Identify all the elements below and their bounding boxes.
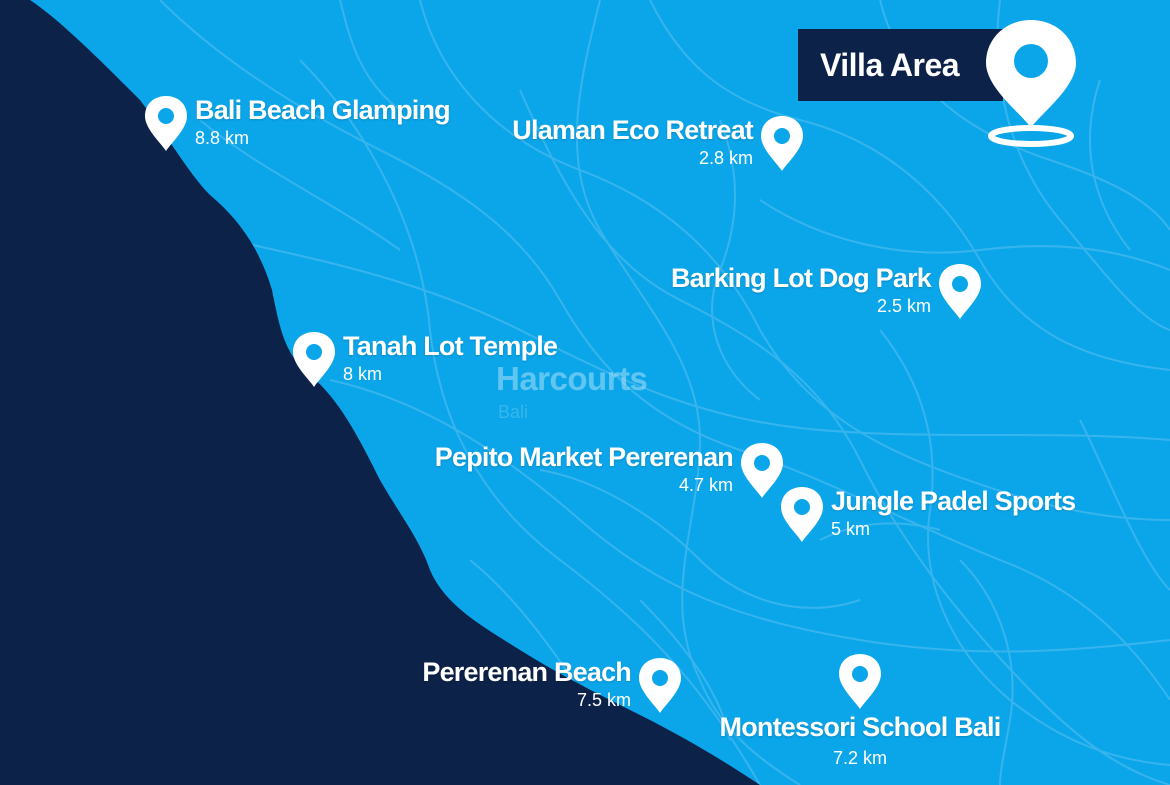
poi-distance: 5 km	[831, 519, 871, 539]
poi-distance: 2.8 km	[698, 148, 753, 168]
villa-area-label: Villa Area	[798, 29, 1003, 101]
poi-name: Tanah Lot Temple	[343, 331, 558, 361]
map-pin-icon	[939, 264, 981, 319]
poi-name: Pererenan Beach	[422, 657, 631, 687]
watermark-sub: Bali	[498, 402, 529, 422]
location-pin-with-ring-icon[interactable]	[982, 18, 1080, 148]
poi-name: Pepito Market Pererenan	[434, 442, 734, 472]
poi-distance: 7.2 km	[832, 748, 888, 768]
poi-distance: 4.7 km	[678, 475, 733, 495]
poi-distance: 8 km	[343, 364, 383, 384]
watermark-brand: Harcourts	[496, 360, 648, 397]
map-pin-icon	[839, 654, 881, 709]
map-pin-icon	[145, 96, 187, 151]
villa-area-text: Villa Area	[820, 46, 960, 83]
poi-name: Ulaman Eco Retreat	[512, 115, 754, 145]
map-pin-icon	[741, 443, 783, 498]
map-pin-icon	[781, 487, 823, 542]
map-pin-icon	[293, 332, 335, 387]
road-network	[159, 0, 1170, 785]
sea	[0, 0, 760, 785]
poi-distance: 2.5 km	[876, 296, 931, 316]
poi-name: Barking Lot Dog Park	[670, 263, 932, 293]
map-pin-icon	[761, 116, 803, 171]
poi-name: Jungle Padel Sports	[831, 486, 1076, 516]
poi-distance: 8.8 km	[195, 128, 250, 148]
poi-distance: 7.5 km	[576, 690, 631, 710]
poi-name: Montessori School Bali	[719, 712, 1002, 742]
map-pin-icon	[639, 658, 681, 713]
poi-name: Bali Beach Glamping	[195, 95, 451, 125]
